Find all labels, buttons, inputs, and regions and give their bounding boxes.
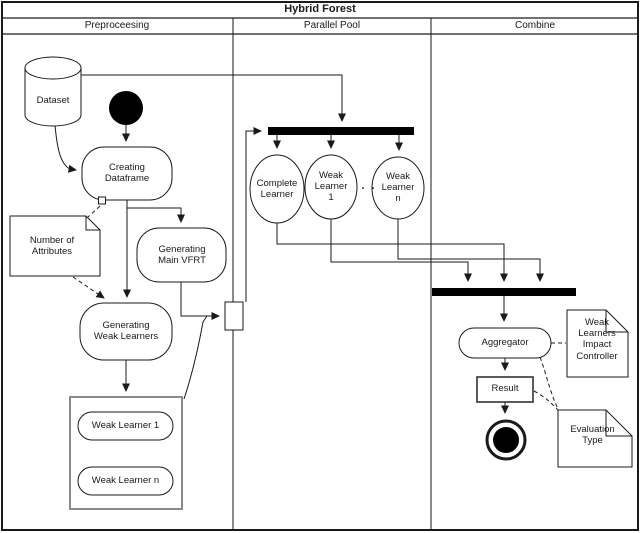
- edge-creating-to-mainvfrt: [127, 207, 185, 223]
- edge-complete-to-join: [276, 223, 508, 282]
- initial-node: [109, 91, 143, 125]
- merge-connector-node: [224, 301, 244, 331]
- generating-weak-learners-node: [79, 302, 173, 361]
- evaluation-type-note-fold: [605, 410, 632, 437]
- weak-learner-n-node: [77, 466, 174, 496]
- edge-wl1-to-join: [330, 219, 472, 282]
- lane-combine: [432, 288, 633, 468]
- edge-dataset-to-fork: [81, 74, 346, 122]
- number-of-attributes-note-fold: [85, 216, 100, 231]
- edge-aggregator-to-evalnote: [539, 356, 560, 412]
- join-bar: [432, 288, 576, 296]
- complete-learner-node: [249, 154, 305, 224]
- edge-connector-to-fork: [245, 127, 262, 302]
- result-node: [476, 376, 534, 403]
- generating-main-vfrt-node: [136, 227, 227, 283]
- creating-dataframe-node: [81, 146, 173, 201]
- edge-note-to-genweak: [72, 276, 105, 299]
- lane-parallel-pool: [249, 127, 425, 224]
- edge-result-to-evalnote: [533, 390, 562, 414]
- edge-mainvfrt-to-connector: [180, 282, 220, 320]
- final-node-core: [493, 427, 519, 453]
- lane-preprocessing: [9, 56, 244, 510]
- fork-bar: [268, 127, 414, 135]
- impact-controller-note-fold: [605, 310, 628, 333]
- pool-weak-learner-1-node: [304, 154, 358, 220]
- edge-container-to-connector: [183, 315, 208, 400]
- evaluation-type-note-shape: [557, 409, 633, 468]
- note-anchor-square: [98, 196, 106, 205]
- pool-weak-learner-n-node: [371, 156, 425, 220]
- dataset-cylinder-top: [24, 56, 82, 80]
- number-of-attributes-note-shape: [9, 215, 101, 277]
- edges: [54, 74, 566, 414]
- edge-wln-to-join: [397, 219, 544, 282]
- aggregator-node: [458, 327, 552, 359]
- impact-controller-note-shape: [566, 309, 629, 378]
- edge-creating-to-note: [87, 205, 101, 218]
- weak-learner-1-node: [77, 411, 174, 441]
- edge-dataset-to-creating: [54, 124, 77, 173]
